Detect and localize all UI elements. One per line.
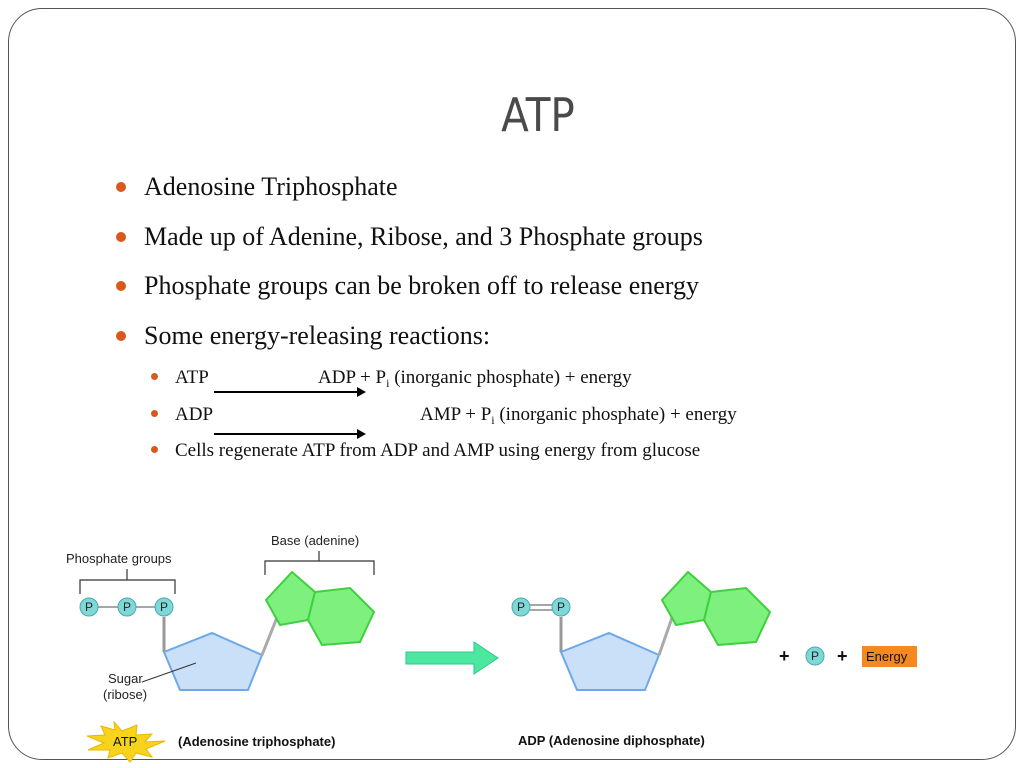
bullet-dot-icon bbox=[151, 373, 158, 380]
glycosidic-bond-icon bbox=[260, 614, 280, 656]
phosphate-icon: P bbox=[805, 646, 825, 666]
bullet-item: Adenosine Triphosphate bbox=[116, 174, 398, 200]
ribose-sugar-icon bbox=[559, 631, 661, 691]
atp-badge-label: ATP bbox=[113, 734, 137, 749]
bullet-item: Made up of Adenine, Ribose, and 3 Phosph… bbox=[116, 224, 703, 250]
svg-text:P: P bbox=[811, 649, 819, 663]
slide-title: ATP bbox=[501, 88, 575, 142]
adp-phosphate-chain: P P bbox=[511, 597, 571, 652]
reaction-arrow-icon bbox=[214, 387, 366, 397]
bullet-dot-icon bbox=[116, 331, 126, 341]
sugar-pointer-icon bbox=[141, 662, 197, 683]
slide-frame bbox=[8, 8, 1016, 760]
bullet-dot-icon bbox=[116, 281, 126, 291]
ribose-label: (ribose) bbox=[103, 687, 147, 702]
reaction-atp-right: ADP + Pi (inorganic phosphate) + energy bbox=[318, 367, 632, 390]
phosphate-icon: P bbox=[154, 597, 174, 617]
regen-bullet: Cells regenerate ATP from ADP and AMP us… bbox=[151, 441, 700, 460]
adp-caption: ADP (Adenosine diphosphate) bbox=[518, 733, 705, 748]
plus-sign: + bbox=[779, 646, 790, 666]
bullet-dot-icon bbox=[151, 446, 158, 453]
bullet-dot-icon bbox=[116, 182, 126, 192]
bullet-dot-icon bbox=[116, 232, 126, 242]
svg-text:P: P bbox=[123, 600, 131, 614]
adenine-base-icon bbox=[660, 570, 772, 647]
glycosidic-bond-icon bbox=[657, 614, 675, 656]
adenine-base-icon bbox=[264, 570, 376, 647]
bullet-item: Some energy-releasing reactions: bbox=[116, 323, 490, 349]
reaction-adp-right: AMP + Pi (inorganic phosphate) + energy bbox=[420, 404, 737, 427]
phosphate-icon: P bbox=[117, 597, 137, 617]
phosphate-bracket-icon bbox=[79, 569, 176, 594]
reaction-adp-left: ADP bbox=[151, 405, 213, 424]
base-bracket-icon bbox=[264, 551, 375, 575]
energy-box bbox=[862, 646, 917, 667]
sugar-label: Sugar bbox=[108, 671, 143, 686]
phosphate-icon: P bbox=[551, 597, 571, 617]
svg-text:P: P bbox=[85, 600, 93, 614]
phosphate-groups-label: Phosphate groups bbox=[66, 551, 172, 566]
phosphate-icon: P bbox=[79, 597, 99, 617]
bullet-dot-icon bbox=[151, 410, 158, 417]
svg-text:P: P bbox=[517, 600, 525, 614]
svg-text:P: P bbox=[160, 600, 168, 614]
bullet-item: Phosphate groups can be broken off to re… bbox=[116, 273, 699, 299]
svg-text:P: P bbox=[557, 600, 565, 614]
atp-phosphate-chain: P P P bbox=[79, 597, 174, 652]
energy-label: Energy bbox=[866, 649, 908, 664]
base-label: Base (adenine) bbox=[271, 533, 359, 548]
reaction-big-arrow-icon bbox=[405, 641, 499, 675]
reaction-arrow-icon bbox=[214, 429, 366, 439]
ribose-sugar-icon bbox=[162, 631, 264, 691]
plus-sign: + bbox=[837, 646, 848, 666]
atp-starburst-icon bbox=[86, 720, 166, 763]
atp-caption: (Adenosine triphosphate) bbox=[178, 734, 335, 749]
reaction-atp-left: ATP bbox=[151, 368, 209, 387]
phosphate-icon: P bbox=[511, 597, 531, 617]
